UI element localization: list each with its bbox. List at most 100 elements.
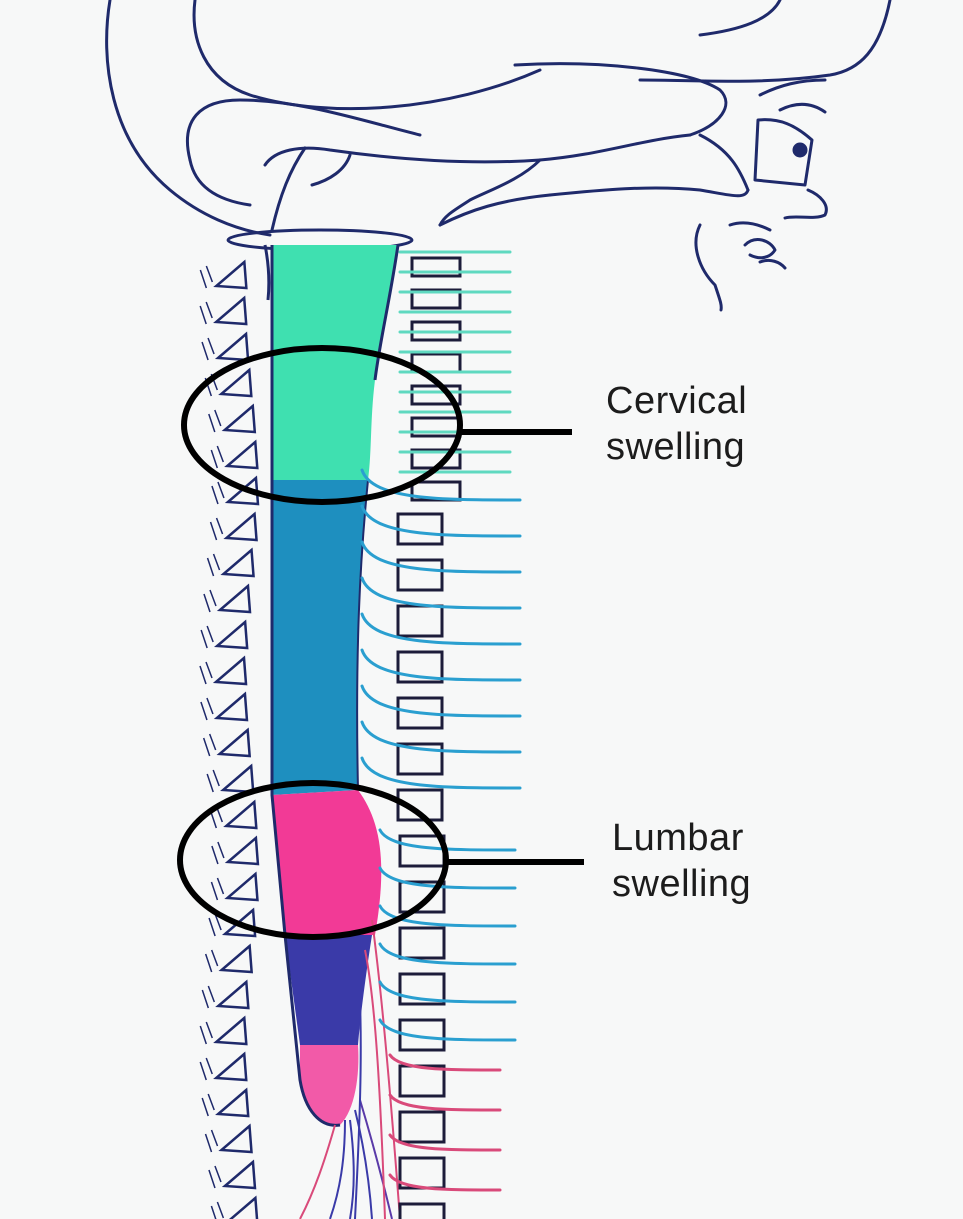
spinous-process <box>218 1123 253 1154</box>
spinous-process <box>214 331 250 362</box>
spinal-nerve <box>360 468 522 502</box>
ligament-hatch <box>204 1129 219 1153</box>
spinous-process <box>221 403 257 434</box>
spinal-nerve <box>360 576 522 610</box>
vertebra <box>396 696 444 730</box>
spinous-process <box>213 1051 248 1082</box>
ligament-hatch <box>210 445 225 469</box>
ligament-hatch <box>204 949 219 973</box>
spinal-nerve <box>360 504 522 538</box>
coccygeal-region <box>300 1045 359 1126</box>
ligament-hatch <box>199 661 213 685</box>
spinal-nerve <box>378 866 517 890</box>
vertebra <box>396 512 444 546</box>
ligament-hatch <box>210 1201 225 1219</box>
spinous-process <box>216 583 252 614</box>
spinal-nerve <box>378 1018 517 1042</box>
ligament-hatch <box>208 913 222 937</box>
ligament-hatch <box>211 481 225 505</box>
spinous-process <box>223 511 258 542</box>
vertebra <box>410 384 462 406</box>
vertebra <box>398 1110 446 1144</box>
sacral-region <box>285 935 372 1045</box>
ligament-hatch <box>199 1021 213 1045</box>
vertebra <box>398 1018 446 1052</box>
lumbar-swelling-label: Lumbar swelling <box>612 815 751 907</box>
ligament-hatch <box>210 877 225 901</box>
spinous-process <box>215 1087 250 1118</box>
spinal-nerve <box>388 1093 502 1112</box>
spinal-nerve <box>388 1053 502 1072</box>
vertebra <box>396 742 444 776</box>
vertebra <box>396 604 444 638</box>
ligament-hatch <box>199 301 213 325</box>
spinous-process <box>221 1159 257 1190</box>
spinous-process <box>212 655 248 686</box>
ligament-hatch <box>200 697 214 721</box>
lumbar-callout <box>177 780 584 940</box>
ligament-hatch <box>206 769 220 793</box>
vertebra <box>398 1064 446 1098</box>
spinous-process <box>213 259 248 290</box>
cervical-label-line2: swelling <box>606 426 746 468</box>
spinal-nerve <box>360 540 522 574</box>
spinal-nerve <box>378 942 517 966</box>
ligament-hatch <box>208 1165 222 1189</box>
lumbar-label-line1: Lumbar <box>612 817 744 859</box>
spinous-process <box>224 439 259 470</box>
ligament-hatch <box>203 589 217 613</box>
ligament-hatch <box>206 553 221 577</box>
spinous-process <box>213 691 249 722</box>
spinal-nerves <box>360 250 522 1192</box>
spinal-nerve <box>360 648 522 682</box>
cervical-swelling-label: Cervical swelling <box>606 378 747 470</box>
spinous-process <box>218 943 254 974</box>
spinous-process <box>216 727 252 758</box>
spinal-nerve <box>388 1173 502 1192</box>
spinal-nerve <box>378 904 517 928</box>
vertebra <box>398 1202 446 1219</box>
cauda-equina <box>299 919 401 1219</box>
cervical-label-line1: Cervical <box>606 380 748 422</box>
cervical-region <box>272 245 398 480</box>
vertebra <box>398 834 446 868</box>
vertebra <box>398 880 446 914</box>
spinous-process <box>220 547 255 578</box>
vertebra <box>396 650 444 684</box>
ligament-hatch <box>199 265 214 289</box>
spinous-process <box>224 871 259 902</box>
ligament-hatch <box>199 1057 213 1081</box>
vertebra <box>410 480 462 502</box>
ligament-hatch <box>208 409 222 433</box>
spinal-nerve <box>360 684 522 718</box>
spinal-nerve <box>360 756 522 790</box>
spinous-process <box>224 835 260 866</box>
vertebra <box>398 972 446 1006</box>
vertebra <box>396 558 444 592</box>
spinous-process <box>214 619 249 650</box>
thoracic-region <box>272 480 368 795</box>
ligament-hatch <box>202 733 217 757</box>
brain-outline <box>105 0 892 312</box>
vertebra <box>410 256 462 278</box>
vertebra <box>398 926 446 960</box>
spinal-nerve <box>378 980 517 1004</box>
spinal-nerve <box>360 612 522 646</box>
spinous-process <box>220 763 255 794</box>
spinal-cord <box>263 244 400 1127</box>
spinous-process <box>213 295 248 326</box>
cervical-callout <box>181 345 572 505</box>
lumbar-region <box>272 790 382 935</box>
cervical-swelling-outline <box>181 345 463 505</box>
lumbar-label-line2: swelling <box>612 863 752 905</box>
spinal-nerve <box>378 828 517 852</box>
spinal-nerve <box>388 1133 502 1152</box>
spinous-process <box>218 367 253 398</box>
spinous-process <box>223 799 258 830</box>
ligament-hatch <box>209 517 224 541</box>
ligament-hatch <box>201 985 216 1009</box>
ligament-hatch <box>201 337 215 361</box>
vertebra <box>410 288 462 310</box>
